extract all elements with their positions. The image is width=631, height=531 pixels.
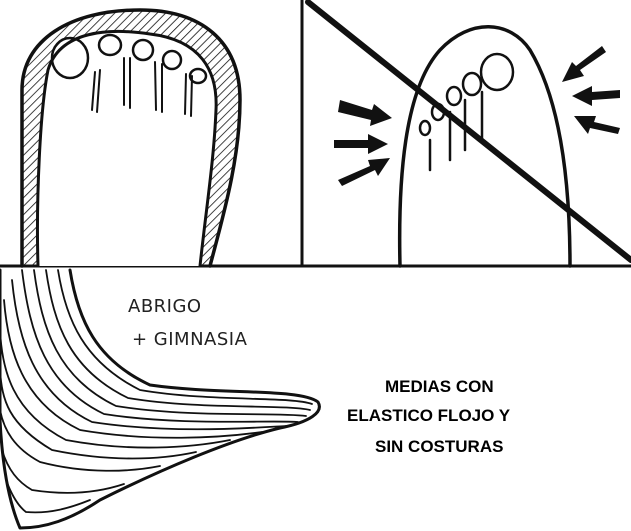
sock-stripes [0,269,313,514]
caption-line-2: ELASTICO FLOJO Y [347,406,511,425]
sock-label-gimnasia: + GIMNASIA [132,329,248,350]
toes [50,33,208,85]
good-shoe-panel [20,8,242,268]
cross-out-line [305,0,631,263]
foot-outline [36,29,218,268]
sock-panel [0,268,321,530]
sock-label-abrigo: ABRIGO [128,296,202,317]
caption-line-3: SIN COSTURAS [375,437,504,456]
sock-outline [0,268,321,530]
toe-lines [91,57,193,117]
tight-shoe-outline [397,25,572,268]
bad-shoe-panel [305,0,631,268]
caption-line-1: MEDIAS CON [385,377,494,396]
squeezed-toes [418,52,515,172]
pressure-arrows [334,46,620,186]
